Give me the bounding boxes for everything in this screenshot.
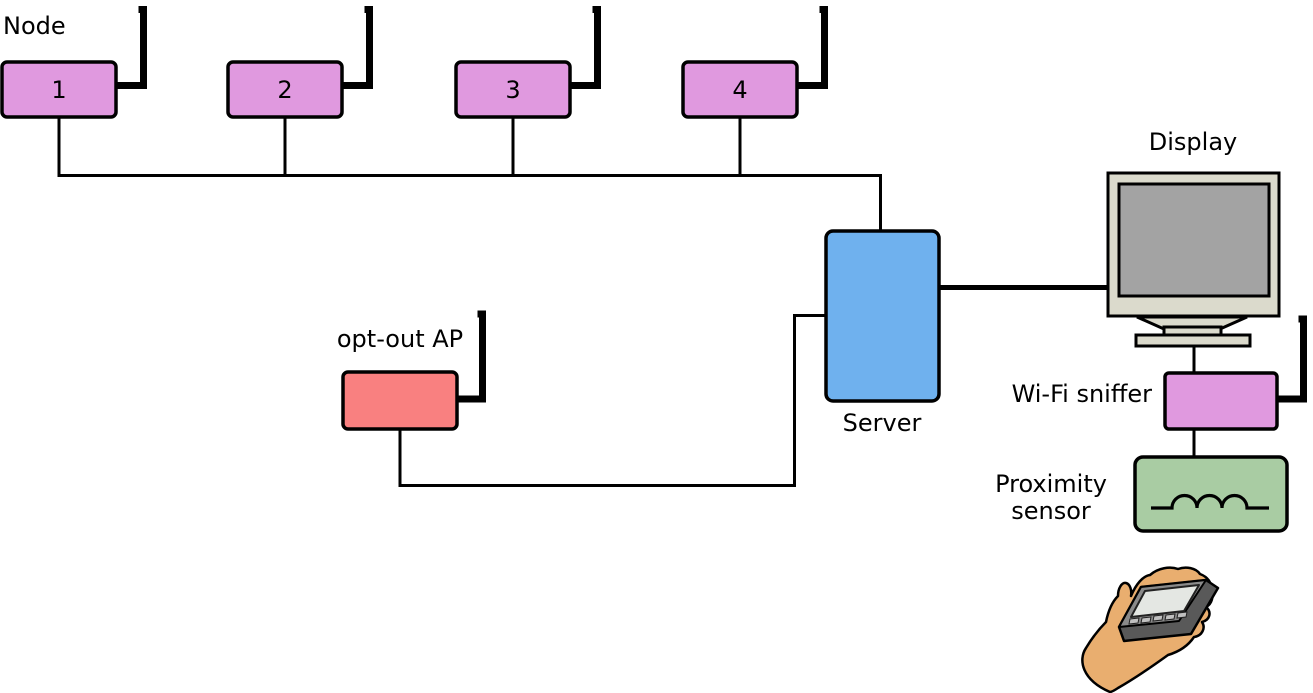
phone-button	[1128, 617, 1140, 625]
node-rect	[0, 60, 118, 119]
antenna-icon	[567, 6, 601, 89]
antenna-icon	[453, 310, 486, 403]
antenna-icon	[1273, 315, 1307, 403]
phone-icon	[1117, 578, 1220, 643]
server-rect	[824, 229, 941, 403]
wires	[57, 117, 1196, 487]
opt-out-ap: opt-out AP	[337, 310, 486, 431]
proximity-sensor-label-line1: Proximity	[995, 470, 1107, 498]
phone-button	[1152, 614, 1164, 622]
node-rect	[226, 60, 344, 119]
phone-screen	[1130, 584, 1200, 618]
server: Server	[824, 229, 941, 437]
node-rect	[454, 60, 572, 119]
bus-wire-node1-to-server	[57, 117, 882, 231]
proximity-sensor: Proximity sensor	[995, 455, 1289, 533]
phone-button	[1164, 613, 1176, 621]
opt-out-ap-label: opt-out AP	[337, 325, 463, 353]
antenna-icon	[339, 6, 373, 89]
node-number: 3	[505, 76, 520, 104]
server-label: Server	[843, 409, 922, 437]
display-label: Display	[1149, 128, 1237, 156]
wifi-sniffer-rect	[1163, 371, 1279, 431]
ap-to-server-wire	[398, 314, 826, 487]
phone-buttons	[1128, 611, 1188, 625]
node-group-label: Node	[3, 12, 66, 40]
node-number: 1	[51, 76, 66, 104]
phone-button	[1176, 611, 1188, 619]
display: Display	[1106, 128, 1281, 348]
node-2: 2	[226, 6, 373, 119]
node-4: 4	[681, 6, 828, 119]
antenna-icon	[113, 6, 147, 89]
monitor-icon	[1106, 171, 1281, 348]
inductor-icon	[1151, 493, 1269, 510]
node-1: 1	[0, 6, 147, 119]
phone-button	[1140, 616, 1152, 624]
wifi-sniffer-label: Wi-Fi sniffer	[1012, 380, 1153, 408]
wifi-sniffer: Wi-Fi sniffer	[1012, 315, 1307, 431]
antenna-icon	[794, 6, 828, 89]
node-number: 2	[277, 76, 292, 104]
monitor-screen	[1117, 182, 1271, 298]
hand-holding-phone-illustration	[1081, 566, 1220, 693]
node-number: 4	[732, 76, 747, 104]
monitor-base	[1134, 333, 1252, 348]
node-rect	[681, 60, 799, 119]
opt-out-ap-rect	[341, 370, 459, 431]
node-3: 3	[454, 6, 601, 119]
proximity-sensor-label-line2: sensor	[1011, 497, 1091, 525]
